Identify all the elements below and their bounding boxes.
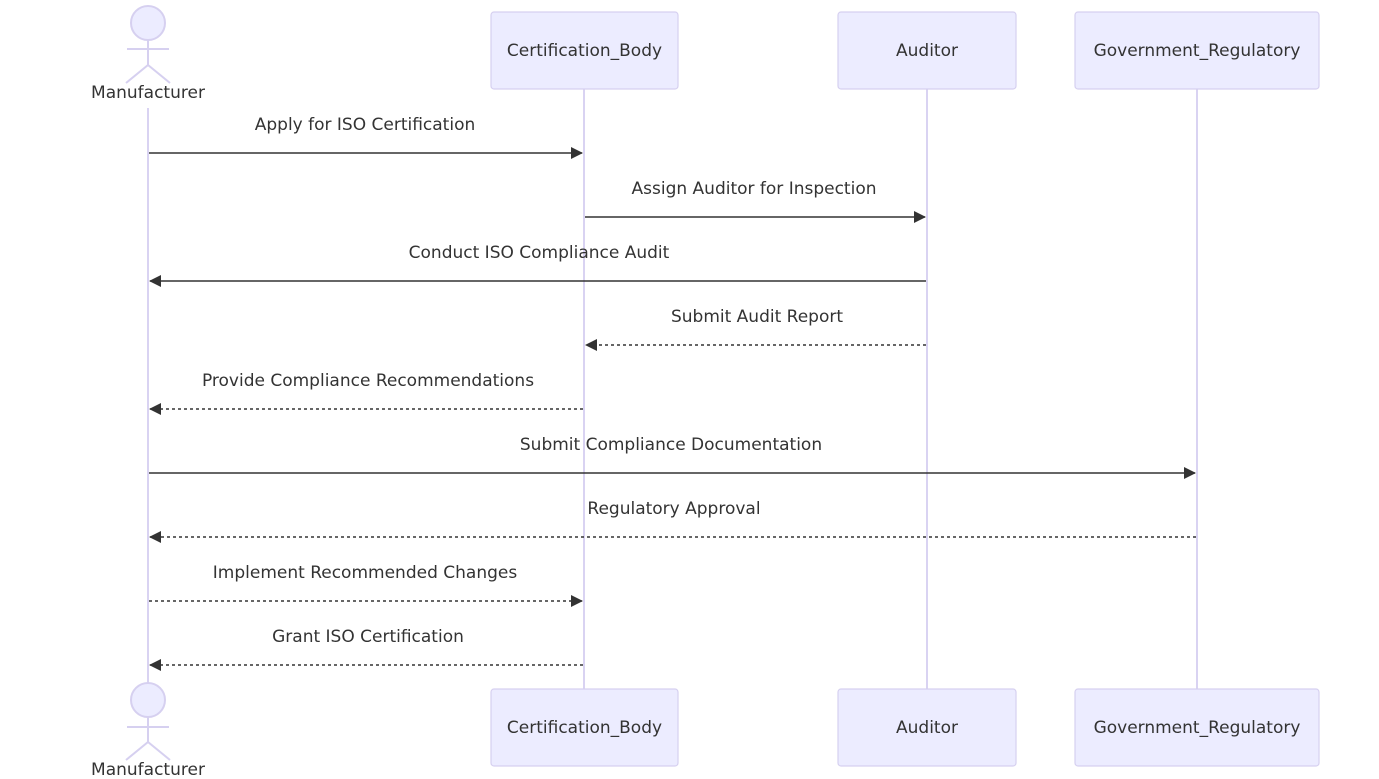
participant-auditor-top: Auditor [837, 11, 1017, 90]
participant-certification-body-top: Certification_Body [490, 11, 679, 90]
message-label: Assign Auditor for Inspection [632, 179, 877, 199]
message-label: Grant ISO Certification [272, 627, 464, 647]
actor-icon [125, 682, 171, 761]
participant-label: Auditor [896, 41, 958, 61]
message-label: Implement Recommended Changes [213, 563, 518, 583]
message-label: Provide Compliance Recommendations [202, 371, 534, 391]
participant-label: Certification_Body [507, 41, 662, 61]
message-5: Provide Compliance Recommendations [149, 371, 583, 415]
message-1: Apply for ISO Certification [149, 115, 583, 159]
message-6: Submit Compliance Documentation [149, 435, 1196, 479]
message-label: Submit Compliance Documentation [520, 435, 822, 455]
message-9: Grant ISO Certification [149, 627, 583, 671]
message-4: Submit Audit Report [585, 307, 926, 351]
message-label: Apply for ISO Certification [255, 115, 476, 135]
message-7: Regulatory Approval [149, 499, 1196, 543]
participant-label: Manufacturer [91, 83, 205, 103]
message-label: Regulatory Approval [587, 499, 760, 519]
participant-auditor-bottom: Auditor [837, 688, 1017, 767]
message-label: Submit Audit Report [671, 307, 843, 327]
participant-government-regulatory-bottom: Government_Regulatory [1074, 688, 1320, 767]
participant-certification-body-bottom: Certification_Body [490, 688, 679, 767]
message-2: Assign Auditor for Inspection [585, 179, 926, 223]
lifelines [147, 89, 1198, 689]
participant-label: Government_Regulatory [1094, 41, 1301, 61]
participant-label: Certification_Body [507, 718, 662, 738]
participant-label: Government_Regulatory [1094, 718, 1301, 738]
message-3: Conduct ISO Compliance Audit [149, 243, 926, 287]
participant-manufacturer-top: Manufacturer [91, 5, 205, 103]
message-8: Implement Recommended Changes [149, 563, 583, 607]
participant-label: Auditor [896, 718, 958, 738]
participant-manufacturer-bottom: Manufacturer [91, 682, 205, 779]
participant-government-regulatory-top: Government_Regulatory [1074, 11, 1320, 90]
participant-label: Manufacturer [91, 760, 205, 779]
actor-icon [125, 5, 171, 84]
message-label: Conduct ISO Compliance Audit [409, 243, 670, 263]
